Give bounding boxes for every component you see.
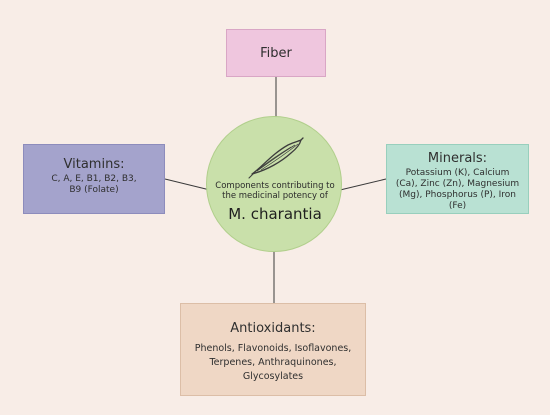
minerals-title: Minerals: (427, 151, 488, 166)
connector-minerals (339, 178, 387, 191)
center-caption: Components contributing to the medicinal… (215, 181, 335, 201)
fiber-node: Fiber (226, 29, 326, 77)
minerals-list: Potassium (K), Calcium (Ca), Zinc (Zn), … (395, 168, 520, 211)
vitamins-list: C, A, E, B1, B2, B3, B9 (Folate) (51, 174, 137, 195)
vitamins-title: Vitamins: (63, 157, 125, 172)
antioxidants-title: Antioxidants: (230, 321, 316, 336)
fiber-title: Fiber (260, 45, 292, 61)
antioxidants-list: Phenols, Flavonoids, Isoflavones, Terpen… (194, 343, 352, 382)
minerals-node: Minerals: Potassium (K), Calcium (Ca), Z… (386, 144, 529, 214)
antioxidants-node: Antioxidants: Phenols, Flavonoids, Isofl… (180, 303, 366, 396)
center-circle: Components contributing to the medicinal… (206, 116, 342, 252)
bitter-gourd-icon (248, 137, 304, 179)
center-species-name: M. charantia (228, 205, 322, 223)
connector-vitamins (164, 178, 211, 191)
vitamins-node: Vitamins: C, A, E, B1, B2, B3, B9 (Folat… (23, 144, 165, 214)
